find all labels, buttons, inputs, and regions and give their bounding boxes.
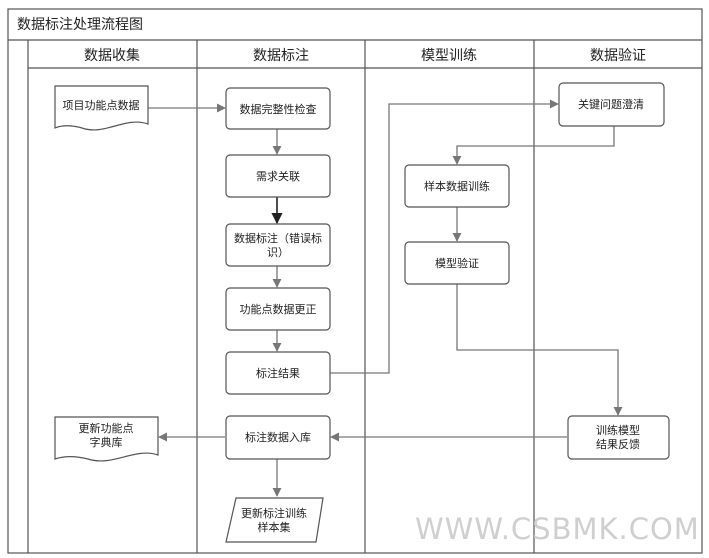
node-label-line: 项目功能点数据: [63, 98, 140, 112]
node-label-line: 标注结果: [256, 366, 300, 380]
lane-header-train: 模型训练: [421, 48, 477, 64]
edge-result-to-clarify: [330, 99, 559, 374]
node-sample-data-training[interactable]: 样本数据训练: [404, 164, 510, 208]
node-label-line: 数据标注（错误标: [234, 231, 322, 245]
node-data-labeling[interactable]: 数据标注（错误标识）: [225, 223, 331, 267]
lane-header-collect: 数据收集: [84, 47, 140, 64]
node-label: 标注数据入库: [245, 430, 311, 444]
node-label: 数据标注（错误标识）: [234, 231, 322, 259]
node-label-line: 功能点数据更正: [240, 302, 317, 316]
node-label: 训练模型结果反馈: [596, 423, 640, 451]
lane-header-annotate: 数据标注: [253, 48, 309, 64]
node-label-line: 训练模型: [596, 423, 640, 437]
node-key-issue-clarification[interactable]: 关键问题澄清: [558, 82, 665, 127]
node-label: 更新标注训练样本集: [241, 506, 307, 534]
node-label-line: 更新功能点: [79, 421, 134, 435]
node-label-line: 数据完整性检查: [240, 102, 317, 116]
node-requirement-link[interactable]: 需求关联: [225, 154, 331, 198]
node-integrity-check[interactable]: 数据完整性检查: [225, 87, 331, 130]
node-label-line: 样本集: [258, 520, 291, 534]
node-label: 模型验证: [435, 256, 479, 270]
node-label-line: 识）: [267, 246, 289, 259]
node-labeled-data-storage[interactable]: 标注数据入库: [225, 415, 331, 460]
node-label: 需求关联: [256, 169, 300, 183]
node-feature-data-correction[interactable]: 功能点数据更正: [225, 287, 331, 331]
node-training-feedback[interactable]: 训练模型结果反馈: [567, 415, 670, 460]
node-label-line: 标注数据入库: [245, 430, 311, 444]
node-label-line: 关键问题澄清: [578, 97, 644, 111]
node-label: 项目功能点数据: [63, 98, 140, 112]
watermark: WWW.CSBMK.COM: [415, 512, 700, 546]
node-label-line: 需求关联: [256, 169, 300, 183]
node-label-line: 模型验证: [435, 256, 479, 270]
node-label: 更新功能点字典库: [79, 421, 134, 449]
node-label: 标注结果: [256, 366, 300, 380]
node-label: 功能点数据更正: [240, 302, 317, 316]
node-model-validation[interactable]: 模型验证: [404, 241, 510, 285]
edge-clarify-to-train: [452, 126, 615, 165]
node-label-line: 字典库: [90, 435, 123, 449]
node-label-line: 样本数据训练: [424, 179, 490, 193]
node-label: 样本数据训练: [424, 179, 490, 193]
node-label: 关键问题澄清: [578, 97, 644, 111]
node-label-line: 结果反馈: [596, 438, 640, 451]
node-label-line: 更新标注训练: [241, 506, 307, 520]
edge-verify-to-feedback: [456, 284, 623, 416]
diagram-frame: [7, 8, 703, 554]
node-label: 数据完整性检查: [240, 102, 317, 116]
node-project-feature-data[interactable]: 项目功能点数据: [54, 85, 149, 131]
lane-header-verify: 数据验证: [590, 48, 646, 64]
diagram-title: 数据标注处理流程图: [17, 17, 143, 33]
node-update-training-sample-set[interactable]: 更新标注训练样本集: [225, 497, 324, 543]
node-update-feature-dictionary[interactable]: 更新功能点字典库: [54, 416, 159, 462]
node-labeling-result[interactable]: 标注结果: [225, 351, 331, 395]
